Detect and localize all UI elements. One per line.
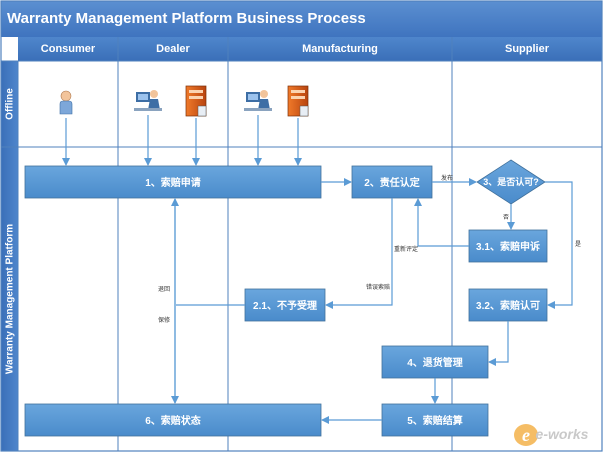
node-return-mgmt-label: 4、退货管理 [407,356,463,369]
diagram-title: Warranty Management Platform Business Pr… [1,1,602,37]
lane-header-consumer: Consumer [18,37,118,61]
node-responsibility: 2、责任认定 [351,165,433,199]
edge-label-reassess: 重新评定 [394,245,418,253]
dealer-workstation-icon [134,90,162,111]
node-return-mgmt: 4、退货管理 [381,345,489,379]
dealer-server-icon [185,85,207,117]
node-claim-apply: 1、索赔申请 [24,165,322,199]
watermark-text: e-works [536,426,589,442]
edge-label-no: 否 [503,214,509,221]
edge-label-wrong-claim: 错误索赔 [366,283,390,291]
node-not-accept: 2.1、不予受理 [244,288,326,322]
eworks-watermark-logo: e e-works [514,424,589,446]
manufacturing-workstation-icon [244,90,272,111]
lane-header-manufacturing: Manufacturing [228,37,452,61]
edge-label-feedback: 保修 [158,316,170,324]
node-claim-status: 6、索赔状态 [24,403,322,437]
lane-header-supplier: Supplier [452,37,602,61]
consumer-person-icon [59,90,73,115]
node-responsibility-label: 2、责任认定 [364,176,420,189]
svg-text:e: e [522,425,530,445]
manufacturing-server-icon [287,85,309,117]
actor-arrows [62,115,302,166]
lane-header-dealer: Dealer [118,37,228,61]
node-approve-decision: 3、是否认可? [476,159,546,205]
connectors [171,178,573,424]
node-settlement-label: 5、索赔结算 [407,414,463,427]
row-label-offline: Offline [1,61,18,147]
edge-label-yes: 是 [575,241,581,248]
edge-labels: 发布 否 是 重新评定 错误索赔 退回 保修 [158,174,581,324]
edge-label-publish: 发布 [441,174,453,182]
node-not-accept-label: 2.1、不予受理 [253,299,317,312]
node-claim-approve-label: 3.2、索赔认可 [476,299,540,312]
node-settlement: 5、索赔结算 [381,403,489,437]
node-claim-appeal-label: 3.1、索赔申诉 [476,240,540,253]
row-label-platform: Warranty Management Platform [1,147,18,451]
node-claim-status-label: 6、索赔状态 [145,414,201,427]
node-claim-approve: 3.2、索赔认可 [468,288,548,322]
node-approve-decision-label: 3、是否认可? [483,176,539,187]
edge-label-return: 退回 [158,285,170,293]
node-claim-apply-label: 1、索赔申请 [145,176,201,189]
node-claim-appeal: 3.1、索赔申诉 [468,229,548,263]
